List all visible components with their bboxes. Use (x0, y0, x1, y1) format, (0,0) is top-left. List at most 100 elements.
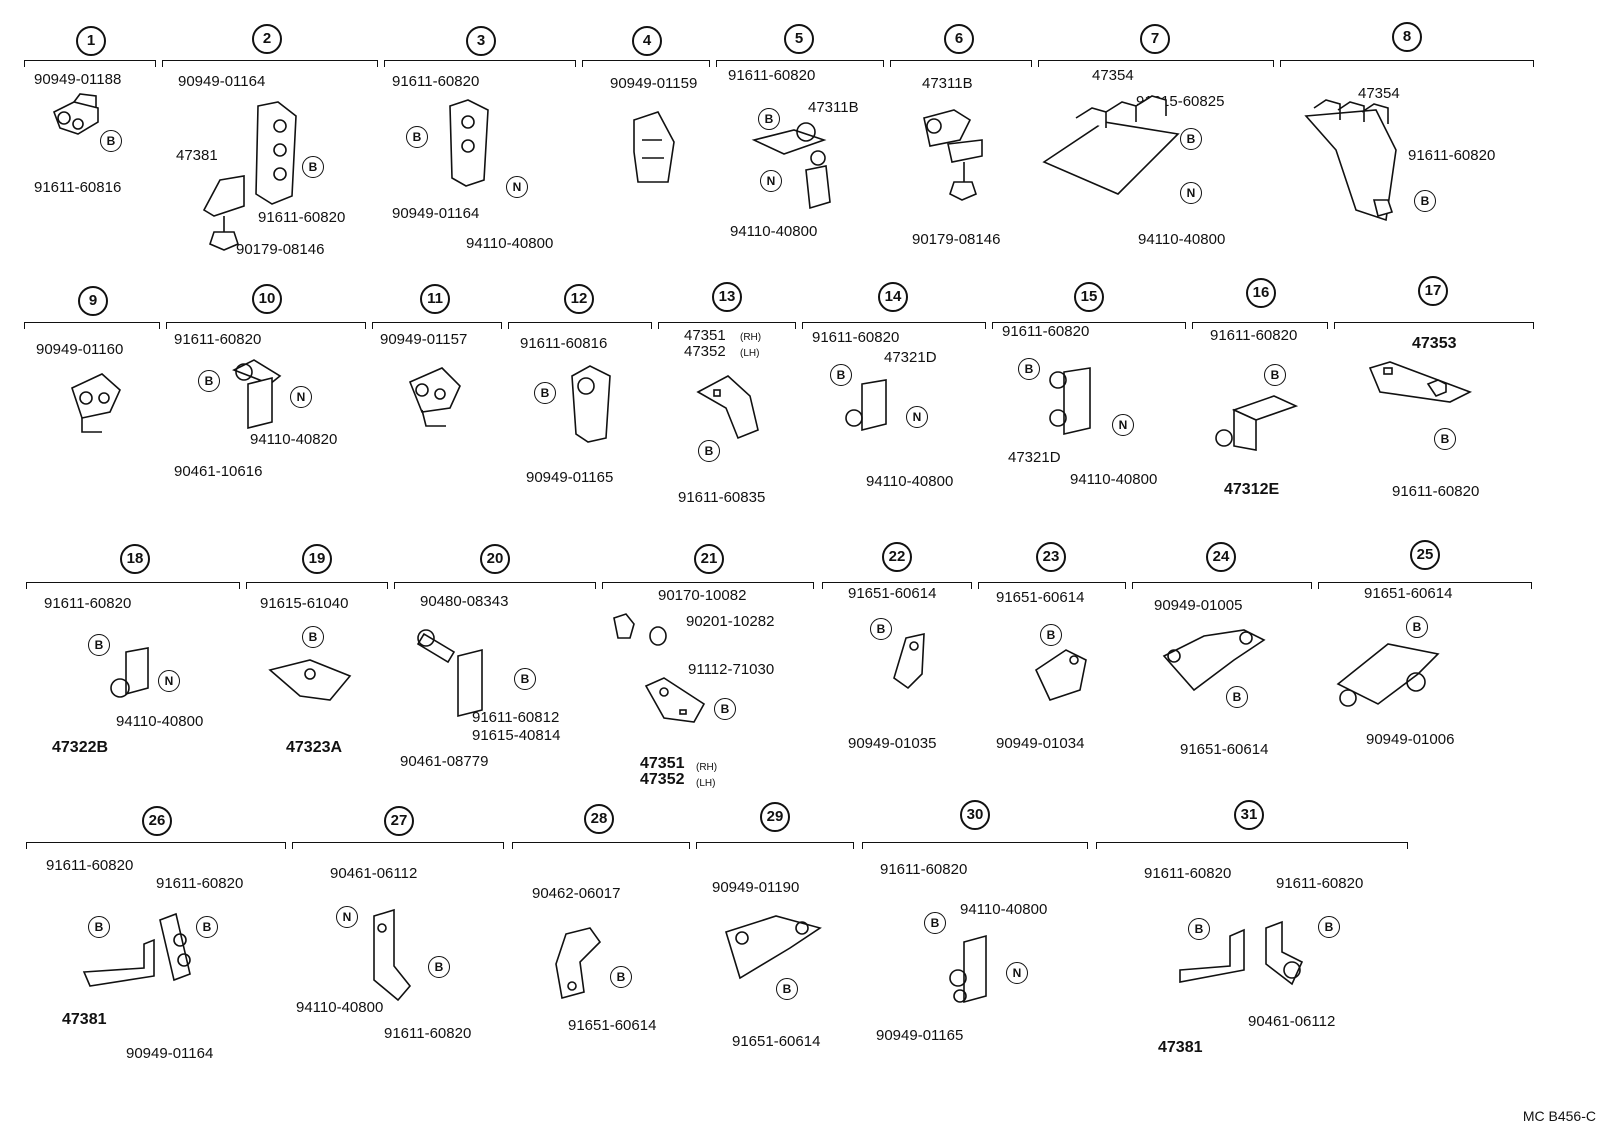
bolt-marker: B (776, 978, 798, 1000)
group-bar (512, 842, 690, 849)
part-number: 91611-60820 (880, 861, 968, 878)
bracket-drawing (1304, 99, 1397, 222)
item-number: 13 (712, 282, 742, 312)
item-number: 26 (142, 806, 172, 836)
bolt-marker: B (1180, 128, 1202, 150)
bolt-marker: B (1226, 686, 1248, 708)
clamp-drawing (110, 647, 149, 698)
part-number: 91651-60614 (996, 589, 1085, 606)
clamp-drawing (202, 101, 297, 251)
bolt-marker: B (406, 126, 428, 148)
item-number: 29 (760, 802, 790, 832)
bolt-marker: B (830, 364, 852, 386)
bolt-marker: B (698, 440, 720, 462)
nut-marker: N (760, 170, 782, 192)
item-number: 24 (1206, 542, 1236, 572)
group-bar (716, 60, 884, 67)
bracket-drawing (1042, 95, 1180, 195)
clamp-drawing (1049, 367, 1091, 436)
part-number: 91611-60816 (34, 179, 122, 196)
diagram-code: MC B456-C (1522, 1108, 1596, 1124)
part-number: 90949-01188 (34, 71, 122, 88)
part-number: 90949-01157 (380, 331, 468, 348)
part-number: 90201-10282 (686, 613, 775, 630)
clamp-drawing (893, 632, 925, 690)
item-number: 30 (960, 800, 990, 830)
group-bar (246, 582, 388, 589)
group-bar (822, 582, 972, 589)
part-number: 47381 (1158, 1039, 1203, 1056)
bolt-marker: B (758, 108, 780, 130)
part-number: 91611-60820 (44, 595, 132, 612)
bolt-marker: B (870, 618, 892, 640)
bolt-marker: B (1318, 916, 1340, 938)
clamp-drawing (373, 908, 412, 1002)
part-number: 91611-60820 (728, 67, 816, 84)
item-number: 18 (120, 544, 150, 574)
group-bar (890, 60, 1032, 67)
part-number: 90462-06017 (532, 885, 621, 902)
bolt-marker: B (196, 916, 218, 938)
group-bar (24, 322, 160, 329)
part-number: 47352 (684, 343, 726, 360)
part-number: 47322B (52, 739, 109, 756)
bolt-marker: B (714, 698, 736, 720)
bolt-marker: B (100, 130, 122, 152)
part-number: 91611-60820 (1408, 147, 1496, 164)
part-number: 47321D (1008, 449, 1061, 466)
item-number: 19 (302, 544, 332, 574)
item-number: 23 (1036, 542, 1066, 572)
part-number: 94110-40800 (466, 235, 554, 252)
group-bar (372, 322, 502, 329)
part-number: 91611-60820 (156, 875, 244, 892)
part-number: 94110-40800 (116, 713, 204, 730)
bolt-marker: B (1414, 190, 1436, 212)
bracket-drawing (1368, 361, 1472, 403)
group-bar (1038, 60, 1274, 67)
clamp-drawing (1336, 643, 1440, 707)
part-number: 91611-60812 (472, 709, 560, 726)
item-number: 15 (1074, 282, 1104, 312)
part-side: (LH) (740, 348, 760, 359)
part-number: 94110-40800 (1138, 231, 1226, 248)
item-number: 12 (564, 284, 594, 314)
part-number: 94110-40820 (250, 431, 338, 448)
part-number: 90179-08146 (236, 241, 325, 258)
bolt-marker: B (924, 912, 946, 934)
nut-marker: N (1180, 182, 1202, 204)
group-bar (292, 842, 504, 849)
item-number: 16 (1246, 278, 1276, 308)
part-number: 91611-60820 (1002, 323, 1090, 340)
clamp-drawing (949, 934, 987, 1004)
bolt-marker: B (1188, 918, 1210, 940)
clamp-drawing (725, 915, 822, 980)
group-bar (24, 60, 156, 67)
part-number: 90949-01164 (392, 205, 480, 222)
part-number: 90461-08779 (400, 753, 489, 770)
clamp-drawing (1162, 629, 1266, 692)
part-number: 90949-01164 (178, 73, 266, 90)
group-bar (602, 582, 814, 589)
part-number: 90949-01035 (848, 735, 937, 752)
part-number: 47352 (640, 771, 685, 788)
bolt-marker: B (302, 156, 324, 178)
part-number: 91611-60835 (678, 489, 766, 506)
group-bar (1318, 582, 1532, 589)
part-number: 90480-08343 (420, 593, 509, 610)
clamp-drawing (52, 93, 99, 135)
nut-marker: N (1112, 414, 1134, 436)
part-number: 90179-08146 (912, 231, 1001, 248)
bolt-marker: B (88, 916, 110, 938)
bolt-marker: B (514, 668, 536, 690)
bolt-marker: B (610, 966, 632, 988)
part-number: 91651-60614 (1180, 741, 1269, 758)
bracket-drawing (1179, 920, 1304, 986)
part-number: 90949-01005 (1154, 597, 1243, 614)
part-number: 91651-60614 (732, 1033, 821, 1050)
washer-drawing (613, 613, 667, 646)
group-bar (992, 322, 1186, 329)
part-number: 90949-01034 (996, 735, 1085, 752)
bolt-marker: B (428, 956, 450, 978)
clamp-drawing (923, 109, 983, 201)
item-number: 25 (1410, 540, 1440, 570)
